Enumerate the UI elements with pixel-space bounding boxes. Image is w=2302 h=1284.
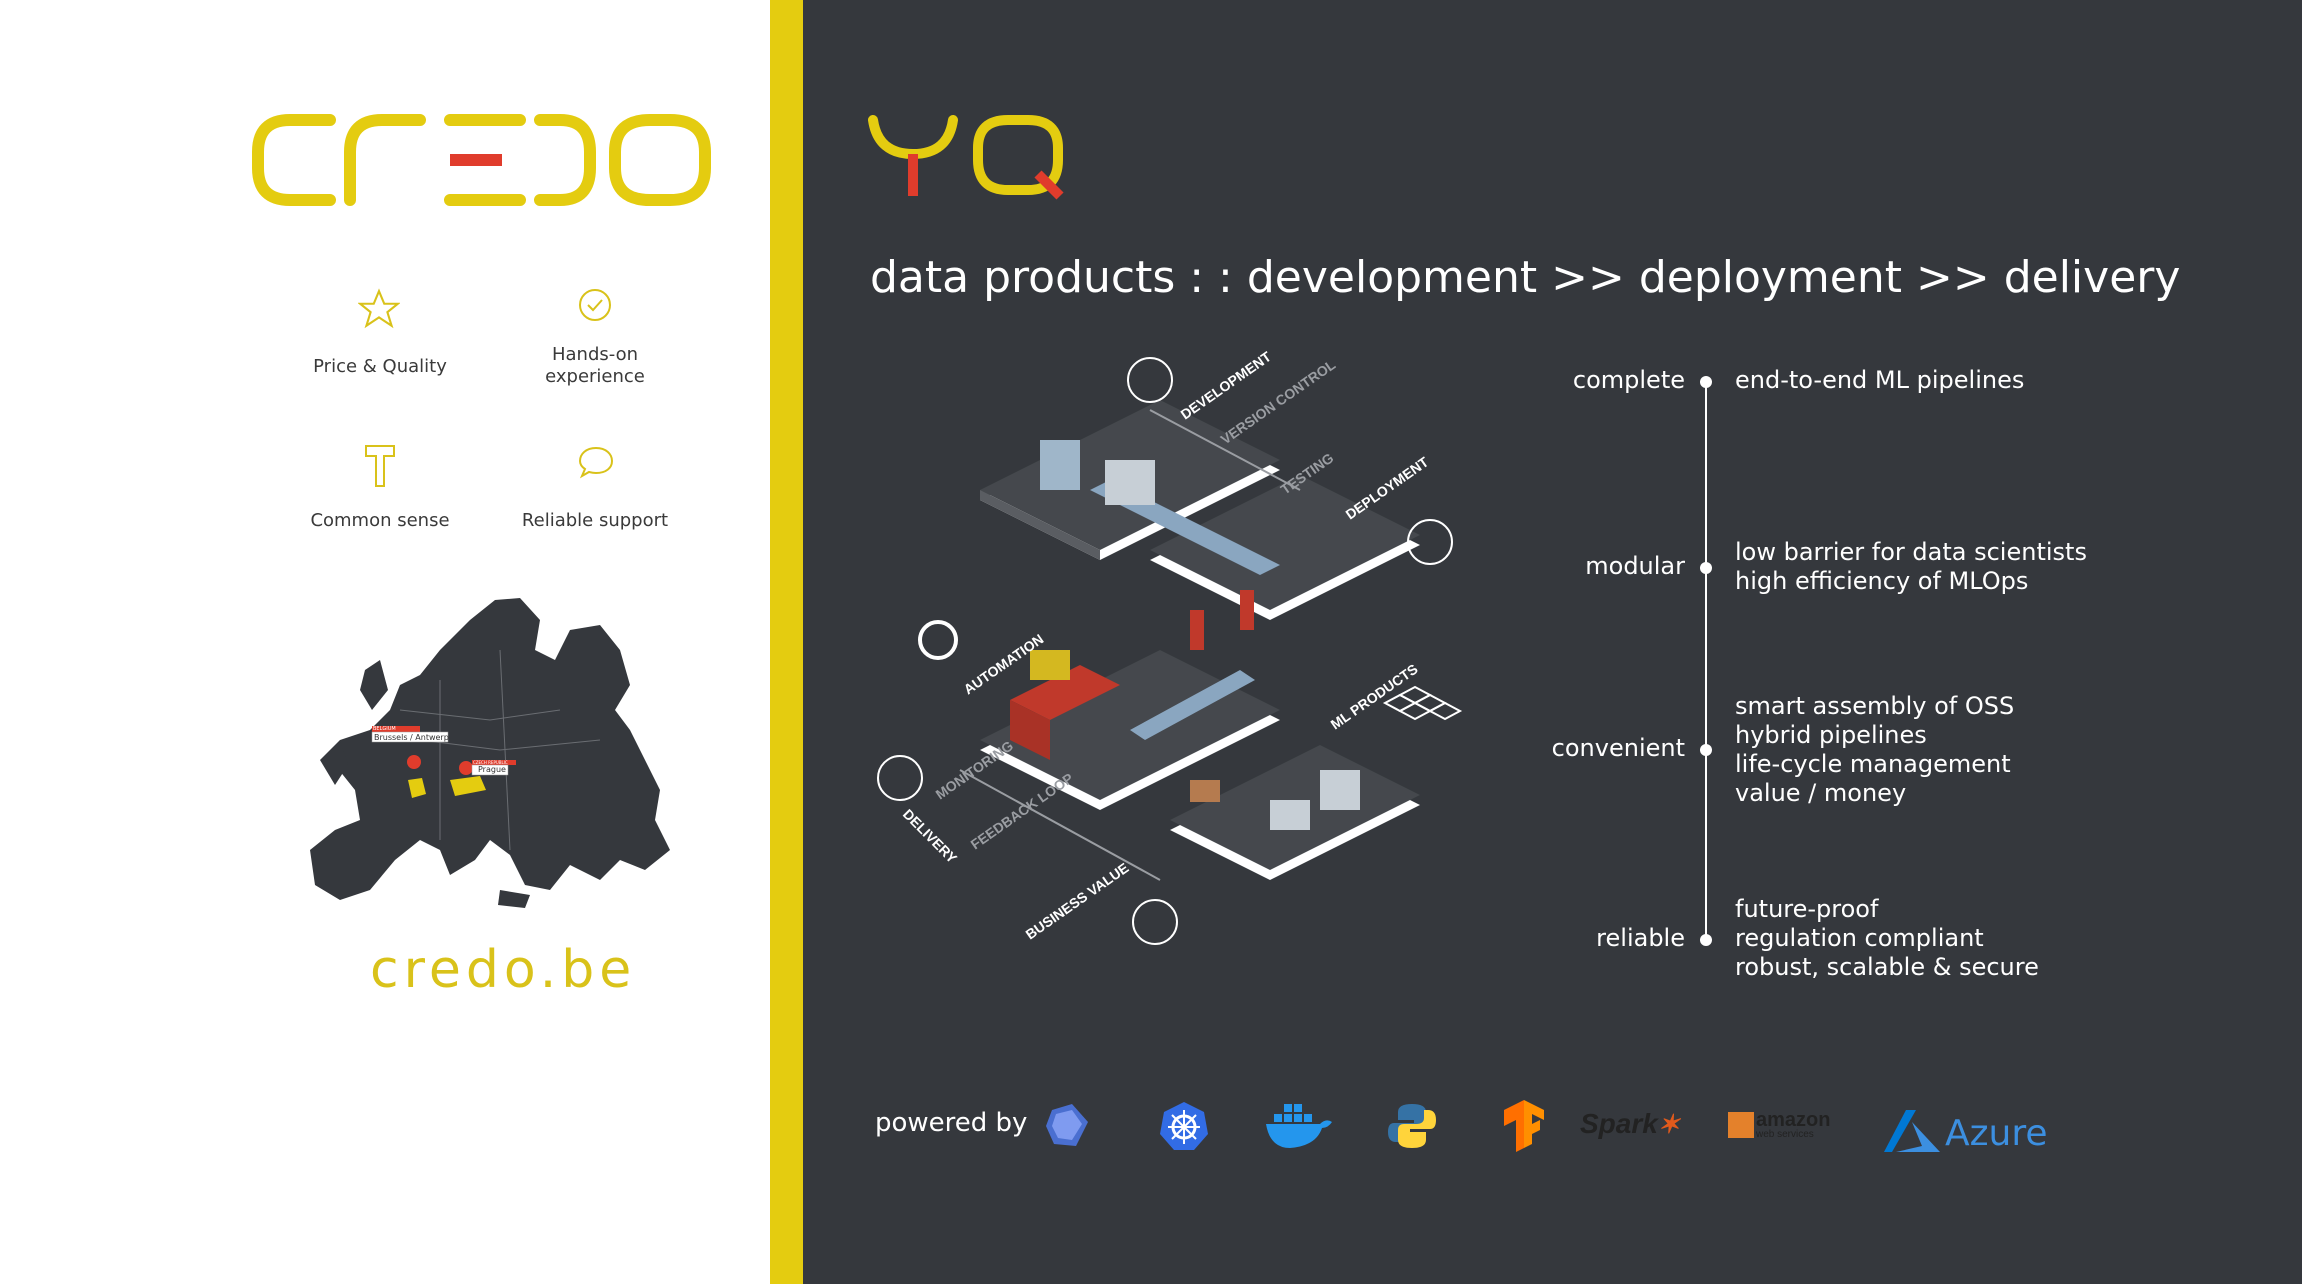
credo-logo	[252, 114, 711, 206]
europe-map	[310, 598, 670, 908]
azure-icon	[1884, 1110, 1940, 1152]
map-label-czech-country: CZECH REPUBLIC	[473, 760, 508, 765]
label-delivery: DELIVERY	[900, 806, 961, 867]
property-modular-dot	[1700, 562, 1712, 574]
properties-timeline-line	[1705, 380, 1707, 940]
spark-icon: Spark✶	[1580, 1108, 1680, 1139]
property-reliable-dot	[1700, 934, 1712, 946]
feature-common-sense: Common sense	[310, 510, 450, 531]
headline: data products : : development >> deploym…	[870, 252, 2181, 303]
label-monitoring: MONITORING	[933, 737, 1017, 802]
label-deployment: DEPLOYMENT	[1343, 453, 1432, 522]
property-reliable-desc: future-proof regulation compliant robust…	[1735, 895, 2039, 981]
powered-by-label: powered by	[875, 1108, 1028, 1138]
property-reliable-label: reliable	[1596, 924, 1685, 952]
yellow-divider-stripe	[770, 0, 803, 1284]
azure-label: Azure	[1945, 1113, 2048, 1154]
right-panel	[803, 0, 2302, 1284]
feature-reliable-support: Reliable support	[521, 510, 669, 531]
property-complete-desc: end-to-end ML pipelines	[1735, 366, 2025, 394]
property-modular-label: modular	[1585, 552, 1685, 580]
speech-bubble-icon	[578, 446, 614, 479]
kubernetes-icon	[1160, 1102, 1208, 1150]
label-ml-products: ML PRODUCTS	[1328, 661, 1421, 733]
property-complete-label: complete	[1572, 366, 1685, 394]
hammer-icon	[365, 445, 395, 487]
yq-logo	[868, 115, 1064, 200]
property-convenient-label: convenient	[1551, 734, 1685, 762]
map-label-brussels: Brussels / Antwerp	[374, 733, 449, 742]
check-circle-icon	[579, 289, 611, 321]
aws-icon: amazon web services	[1728, 1110, 1830, 1140]
python-icon	[1388, 1104, 1436, 1148]
label-business-value: BUSINESS VALUE	[1023, 859, 1132, 942]
feature-price-quality: Price & Quality	[313, 356, 447, 377]
pipeline-illustration: DEVELOPMENT VERSION CONTROL TESTING DEPL…	[877, 350, 1463, 945]
feature-hands-on: Hands-on experience	[545, 344, 645, 387]
kubeflow-icon	[1046, 1104, 1088, 1146]
left-panel: Price & Quality Hands-on experience Comm…	[0, 0, 770, 1284]
tensorflow-icon	[1504, 1100, 1544, 1152]
map-label-prague: Prague	[478, 765, 506, 774]
property-convenient-dot	[1700, 744, 1712, 756]
property-complete-dot	[1700, 376, 1712, 388]
docker-icon	[1266, 1104, 1332, 1148]
star-icon	[358, 288, 400, 329]
map-label-belgium-country: BELGIUM	[373, 726, 396, 732]
property-modular-desc: low barrier for data scientists high eff…	[1735, 538, 2087, 595]
website-link[interactable]: credo.be	[370, 940, 637, 1000]
property-convenient-desc: smart assembly of OSS hybrid pipelines l…	[1735, 692, 2015, 807]
